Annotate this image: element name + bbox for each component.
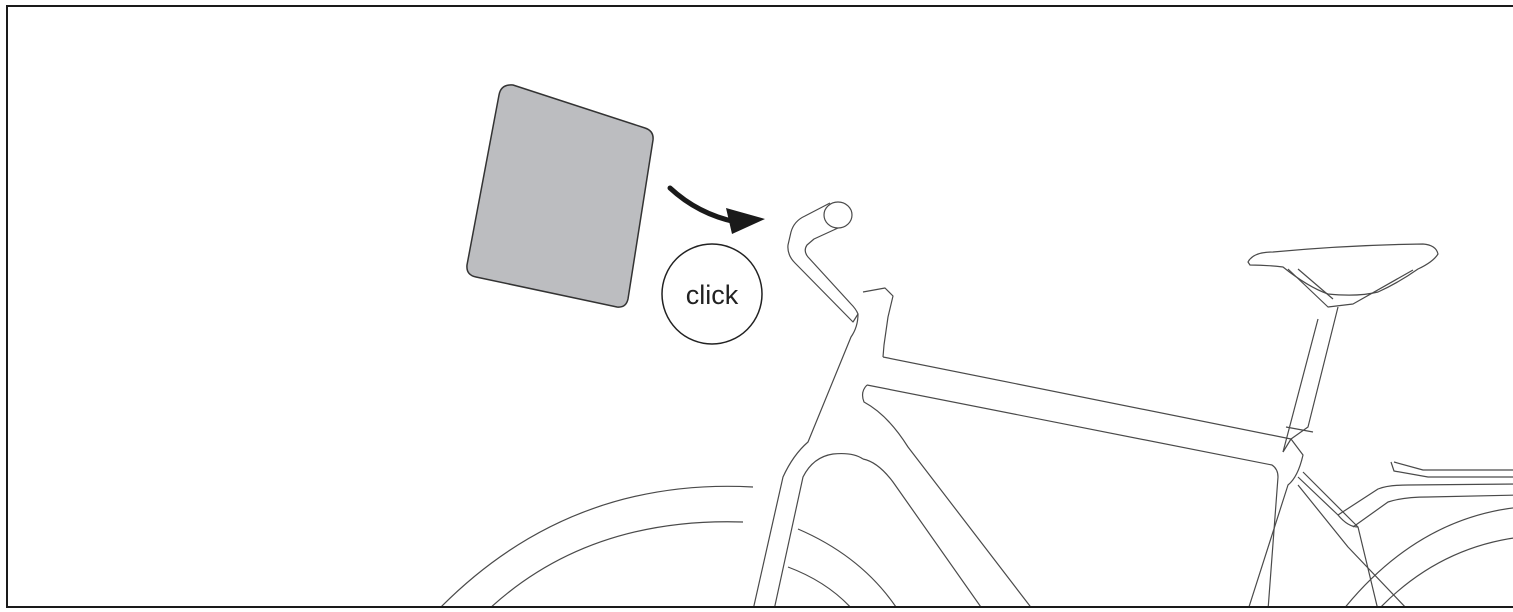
front-wheel-right-inner <box>787 566 851 606</box>
front-wheel-right <box>797 528 896 606</box>
front-wheel-inner <box>491 521 744 606</box>
head-tube <box>753 313 859 606</box>
arrow-head-icon <box>726 208 765 234</box>
seat-tube-lower <box>1248 438 1304 606</box>
seat-tube-back <box>1282 318 1319 453</box>
down-tube-top <box>861 384 1031 606</box>
rear-wheel <box>1345 507 1513 606</box>
saddle-rail <box>1287 268 1414 308</box>
stem <box>862 287 894 358</box>
rear-rack-strut2 <box>1352 494 1513 528</box>
chain-stay <box>1297 484 1406 606</box>
down-tube <box>866 384 1279 606</box>
seat-stay <box>1297 476 1359 528</box>
handlebar-grip <box>823 201 853 229</box>
top-tube <box>882 356 1292 453</box>
seat-tube <box>1290 306 1339 440</box>
saddle <box>1247 243 1439 296</box>
seat-clamp <box>1285 426 1314 433</box>
seat-stay-2 <box>1302 471 1378 606</box>
rear-wheel-inner <box>1381 537 1513 606</box>
rear-rack-strut <box>1337 483 1513 516</box>
front-wheel <box>441 485 754 606</box>
down-tube-lower <box>862 458 981 606</box>
handlebar <box>787 202 859 323</box>
bicycle-drawing <box>441 201 1513 606</box>
rear-rack-top <box>1390 461 1513 478</box>
fork-inner <box>774 452 864 606</box>
illustration-frame: click <box>6 5 1513 608</box>
click-badge: click <box>661 243 763 345</box>
saddle-rail-lower <box>1297 268 1334 300</box>
click-label: click <box>686 280 739 310</box>
mounting-diagram: click <box>441 84 1513 606</box>
accessory-panel <box>466 84 654 308</box>
curved-arrow <box>667 185 739 225</box>
rear-rack-top2 <box>1393 461 1513 471</box>
